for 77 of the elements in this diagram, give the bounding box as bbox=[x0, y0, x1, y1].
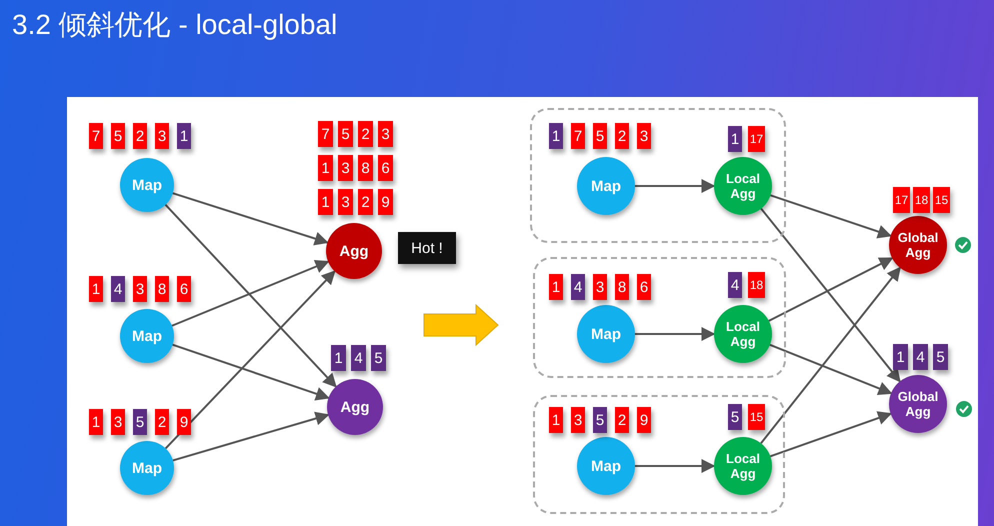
number-tile: 1 bbox=[549, 407, 563, 433]
number-tile: 3 bbox=[593, 274, 607, 300]
number-tile: 3 bbox=[571, 407, 585, 433]
number-tile: 3 bbox=[378, 121, 393, 147]
number-tile: 17 bbox=[748, 126, 765, 152]
number-tile: 17 bbox=[893, 187, 910, 213]
number-tile: 15 bbox=[748, 404, 765, 430]
number-tile: 5 bbox=[728, 404, 742, 430]
number-tile: 8 bbox=[358, 155, 373, 181]
number-tile: 9 bbox=[177, 409, 191, 435]
number-tile: 6 bbox=[177, 276, 191, 302]
arrow bbox=[164, 270, 336, 450]
number-tile: 3 bbox=[637, 123, 651, 149]
number-tile: 2 bbox=[133, 123, 147, 149]
number-tile: 5 bbox=[338, 121, 353, 147]
arrow bbox=[635, 459, 716, 473]
arrow bbox=[760, 266, 901, 444]
number-tile: 3 bbox=[338, 155, 353, 181]
number-tile: 1 bbox=[549, 274, 563, 300]
number-tile: 9 bbox=[637, 407, 651, 433]
number-tile: 6 bbox=[637, 274, 651, 300]
number-tile: 7 bbox=[89, 123, 103, 149]
number-tile: 2 bbox=[358, 121, 373, 147]
number-tile: 1 bbox=[89, 409, 103, 435]
number-tile: 1 bbox=[549, 123, 563, 149]
number-tile: 3 bbox=[133, 276, 147, 302]
number-tile: 5 bbox=[593, 123, 607, 149]
number-tile: 2 bbox=[615, 407, 629, 433]
number-tile: 5 bbox=[133, 409, 147, 435]
arrow bbox=[770, 344, 892, 396]
number-tile: 2 bbox=[615, 123, 629, 149]
number-tile: 3 bbox=[155, 123, 169, 149]
number-tile: 5 bbox=[933, 344, 948, 370]
number-tile: 1 bbox=[728, 126, 742, 152]
number-tile: 1 bbox=[331, 345, 346, 371]
number-tile: 4 bbox=[111, 276, 125, 302]
arrow bbox=[770, 194, 892, 238]
number-tile: 8 bbox=[615, 274, 629, 300]
dashed-group-box bbox=[533, 257, 786, 378]
arrow bbox=[635, 179, 716, 193]
number-tile: 4 bbox=[913, 344, 928, 370]
arrow bbox=[172, 344, 330, 400]
number-tile: 4 bbox=[728, 272, 742, 298]
arrow bbox=[172, 192, 329, 246]
number-tile: 18 bbox=[748, 272, 765, 298]
dashed-group-box bbox=[533, 395, 785, 514]
number-tile: 18 bbox=[913, 187, 930, 213]
arrow bbox=[768, 257, 894, 322]
number-tile: 1 bbox=[177, 123, 191, 149]
number-tile: 9 bbox=[378, 189, 393, 215]
number-tile: 4 bbox=[351, 345, 366, 371]
number-tile: 2 bbox=[155, 409, 169, 435]
number-tile: 1 bbox=[318, 189, 333, 215]
arrow bbox=[635, 327, 716, 341]
number-tile: 15 bbox=[933, 187, 950, 213]
number-tile: 1 bbox=[89, 276, 103, 302]
callout-box: Hot ! bbox=[398, 232, 456, 264]
number-tile: 5 bbox=[111, 123, 125, 149]
number-tile: 3 bbox=[338, 189, 353, 215]
number-tile: 3 bbox=[111, 409, 125, 435]
number-tile: 7 bbox=[318, 121, 333, 147]
number-tile: 1 bbox=[318, 155, 333, 181]
arrow bbox=[164, 204, 337, 388]
number-tile: 5 bbox=[371, 345, 386, 371]
dashed-group-box bbox=[530, 108, 786, 243]
number-tile: 2 bbox=[358, 189, 373, 215]
arrow bbox=[770, 411, 892, 458]
arrow bbox=[760, 208, 901, 382]
number-tile: 7 bbox=[571, 123, 585, 149]
number-tile: 5 bbox=[593, 407, 607, 433]
number-tile: 4 bbox=[571, 274, 585, 300]
number-tile: 6 bbox=[378, 155, 393, 181]
number-tile: 1 bbox=[893, 344, 908, 370]
slide-title: 3.2 倾斜优化 - local-global bbox=[12, 8, 338, 42]
number-tile: 8 bbox=[155, 276, 169, 302]
arrow bbox=[172, 260, 330, 327]
arrow bbox=[172, 412, 330, 462]
